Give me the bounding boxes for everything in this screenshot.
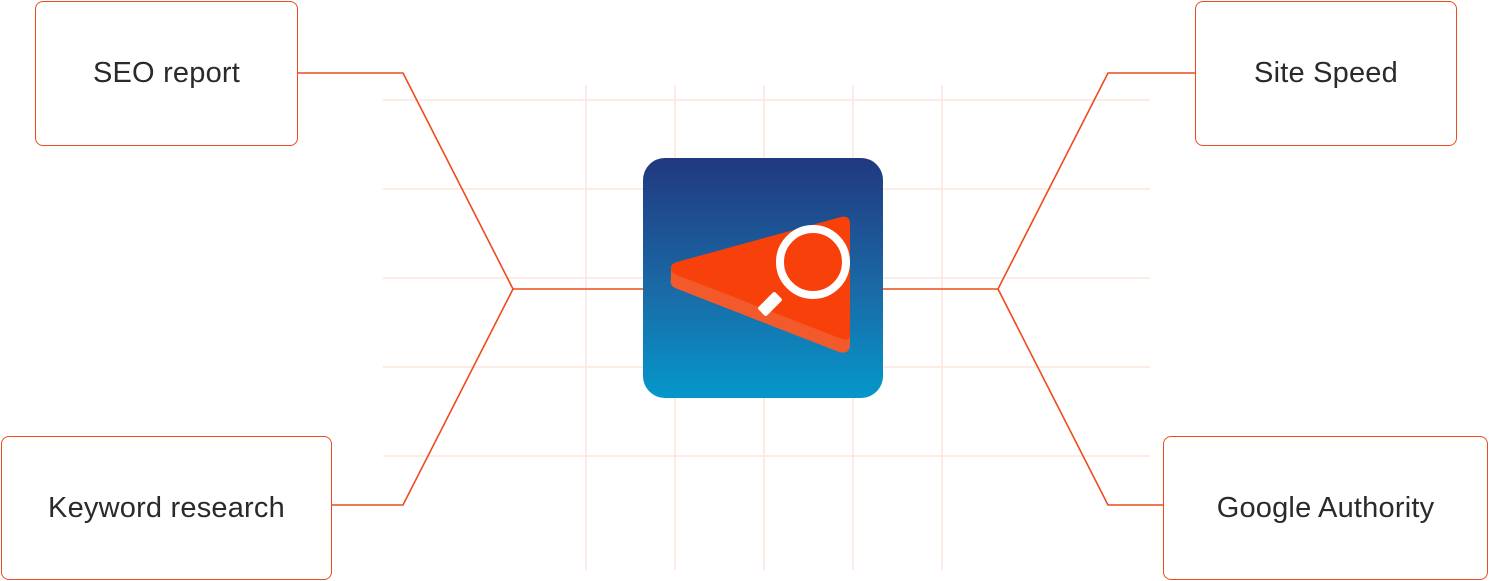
node-keyword-research: Keyword research <box>1 436 332 580</box>
node-google-authority: Google Authority <box>1163 436 1488 580</box>
connector-keyword-research <box>332 288 514 506</box>
search-play-logo-icon <box>670 216 850 353</box>
node-site-speed-label: Site Speed <box>1254 57 1398 89</box>
connector-seo-report <box>298 72 643 290</box>
hub-app-icon <box>643 158 883 398</box>
node-keyword-research-label: Keyword research <box>48 491 285 524</box>
connector-site-speed <box>883 72 1195 290</box>
node-site-speed: Site Speed <box>1195 1 1457 146</box>
node-google-authority-label: Google Authority <box>1216 491 1435 524</box>
node-seo-report: SEO report <box>35 1 298 146</box>
connector-google-authority <box>997 288 1163 506</box>
node-seo-report-label: SEO report <box>92 57 241 89</box>
